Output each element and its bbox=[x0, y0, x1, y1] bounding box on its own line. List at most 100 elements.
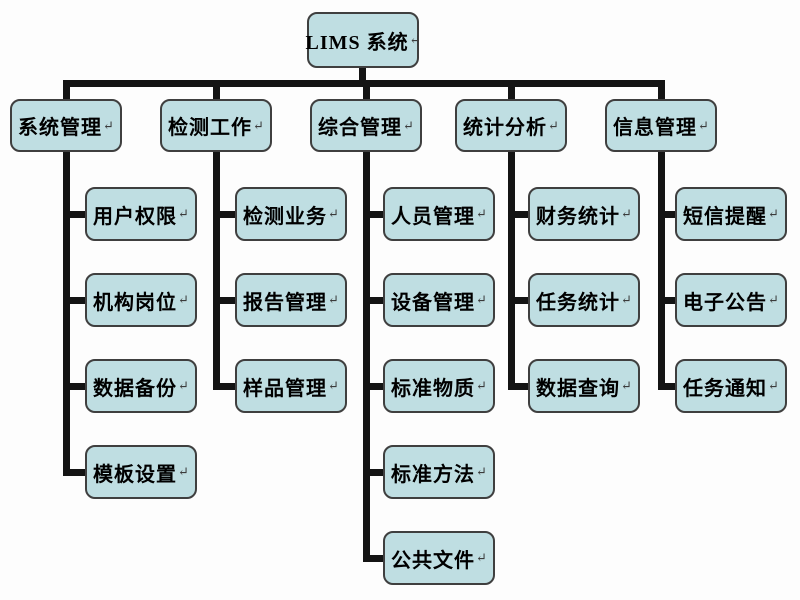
node-label: 短信提醒 bbox=[683, 205, 768, 228]
connector-top-bar bbox=[63, 80, 665, 87]
leaf-financial-statistics: 财务统计↵ bbox=[528, 187, 640, 241]
connector-stub-1-2 bbox=[213, 383, 237, 390]
return-mark: ↵ bbox=[768, 292, 779, 307]
return-mark: ↵ bbox=[476, 550, 487, 565]
leaf-standard-substances: 标准物质↵ bbox=[383, 359, 495, 413]
leaf-sms-reminder: 短信提醒↵ bbox=[675, 187, 787, 241]
branch-statistical-analysis: 统计分析↵ bbox=[455, 99, 567, 152]
leaf-testing-business: 检测业务↵ bbox=[235, 187, 347, 241]
connector-trunk-2 bbox=[363, 150, 370, 562]
leaf-public-documents: 公共文件↵ bbox=[383, 531, 495, 585]
node-label: 任务通知 bbox=[683, 377, 768, 400]
return-mark: ↵ bbox=[178, 464, 189, 479]
return-mark: ↵ bbox=[409, 32, 421, 47]
leaf-standard-methods: 标准方法↵ bbox=[383, 445, 495, 499]
branch-comprehensive-management: 综合管理↵ bbox=[310, 99, 422, 152]
connector-stub-4-0 bbox=[658, 211, 677, 218]
return-mark: ↵ bbox=[328, 206, 339, 221]
node-label: 系统管理 bbox=[18, 117, 103, 139]
node-label: 电子公告 bbox=[683, 291, 768, 314]
leaf-personnel-management: 人员管理↵ bbox=[383, 187, 495, 241]
return-mark: ↵ bbox=[548, 117, 559, 133]
connector-drop-2 bbox=[363, 85, 370, 99]
connector-stub-4-2 bbox=[658, 383, 677, 390]
leaf-equipment-management: 设备管理↵ bbox=[383, 273, 495, 327]
leaf-data-query: 数据查询↵ bbox=[528, 359, 640, 413]
branch-information-management: 信息管理↵ bbox=[605, 99, 717, 152]
return-mark: ↵ bbox=[328, 292, 339, 307]
return-mark: ↵ bbox=[403, 117, 414, 133]
return-mark: ↵ bbox=[328, 378, 339, 393]
connector-stub-2-4 bbox=[363, 555, 385, 562]
leaf-report-management: 报告管理↵ bbox=[235, 273, 347, 327]
connector-stub-3-0 bbox=[508, 211, 530, 218]
connector-stub-0-0 bbox=[63, 211, 87, 218]
node-label: 统计分析 bbox=[463, 117, 548, 139]
leaf-task-notification: 任务通知↵ bbox=[675, 359, 787, 413]
leaf-electronic-bulletin: 电子公告↵ bbox=[675, 273, 787, 327]
return-mark: ↵ bbox=[178, 378, 189, 393]
node-label: 数据备份 bbox=[93, 377, 178, 400]
return-mark: ↵ bbox=[621, 378, 632, 393]
return-mark: ↵ bbox=[476, 292, 487, 307]
connector-drop-1 bbox=[213, 85, 220, 99]
leaf-data-backup: 数据备份↵ bbox=[85, 359, 197, 413]
connector-stub-1-0 bbox=[213, 211, 237, 218]
connector-trunk-0 bbox=[63, 150, 70, 476]
leaf-task-statistics: 任务统计↵ bbox=[528, 273, 640, 327]
node-label: 信息管理 bbox=[613, 117, 698, 139]
node-label: 标准物质 bbox=[391, 377, 476, 400]
connector-stub-3-2 bbox=[508, 383, 530, 390]
node-label: 模板设置 bbox=[93, 463, 178, 486]
return-mark: ↵ bbox=[253, 117, 264, 133]
node-label: 机构岗位 bbox=[93, 291, 178, 314]
connector-stub-1-1 bbox=[213, 297, 237, 304]
leaf-org-positions: 机构岗位↵ bbox=[85, 273, 197, 327]
return-mark: ↵ bbox=[768, 206, 779, 221]
connector-trunk-1 bbox=[213, 150, 220, 390]
node-label: 数据查询 bbox=[536, 377, 621, 400]
connector-stub-2-0 bbox=[363, 211, 385, 218]
node-label: 设备管理 bbox=[391, 291, 476, 314]
leaf-sample-management: 样品管理↵ bbox=[235, 359, 347, 413]
node-label: 任务统计 bbox=[536, 291, 621, 314]
connector-stub-0-1 bbox=[63, 297, 87, 304]
node-label: 检测工作 bbox=[168, 117, 253, 139]
node-label: 综合管理 bbox=[318, 117, 403, 139]
branch-system-management: 系统管理↵ bbox=[10, 99, 122, 152]
return-mark: ↵ bbox=[621, 206, 632, 221]
node-label: 检测业务 bbox=[243, 205, 328, 228]
return-mark: ↵ bbox=[103, 117, 114, 133]
connector-root-drop bbox=[359, 68, 366, 82]
connector-stub-3-1 bbox=[508, 297, 530, 304]
connector-stub-2-3 bbox=[363, 469, 385, 476]
branch-testing-work: 检测工作↵ bbox=[160, 99, 272, 152]
node-label: 用户权限 bbox=[93, 205, 178, 228]
node-root-lims-system: LIMS 系统↵ bbox=[305, 12, 421, 68]
return-mark: ↵ bbox=[476, 464, 487, 479]
return-mark: ↵ bbox=[476, 378, 487, 393]
return-mark: ↵ bbox=[698, 117, 709, 133]
leaf-user-permissions: 用户权限↵ bbox=[85, 187, 197, 241]
node-label: 样品管理 bbox=[243, 377, 328, 400]
connector-stub-2-2 bbox=[363, 383, 385, 390]
node-label: 人员管理 bbox=[391, 205, 476, 228]
connector-stub-2-1 bbox=[363, 297, 385, 304]
connector-trunk-3 bbox=[508, 150, 515, 390]
connector-stub-0-3 bbox=[63, 469, 87, 476]
connector-stub-0-2 bbox=[63, 383, 87, 390]
return-mark: ↵ bbox=[178, 206, 189, 221]
connector-drop-3 bbox=[508, 85, 515, 99]
connector-stub-4-1 bbox=[658, 297, 677, 304]
leaf-template-settings: 模板设置↵ bbox=[85, 445, 197, 499]
connector-drop-4 bbox=[658, 85, 665, 99]
node-label: 报告管理 bbox=[243, 291, 328, 314]
return-mark: ↵ bbox=[178, 292, 189, 307]
return-mark: ↵ bbox=[621, 292, 632, 307]
return-mark: ↵ bbox=[476, 206, 487, 221]
return-mark: ↵ bbox=[768, 378, 779, 393]
node-label: 公共文件 bbox=[391, 549, 476, 572]
connector-trunk-4 bbox=[658, 150, 665, 390]
node-label: LIMS 系统 bbox=[305, 31, 409, 54]
